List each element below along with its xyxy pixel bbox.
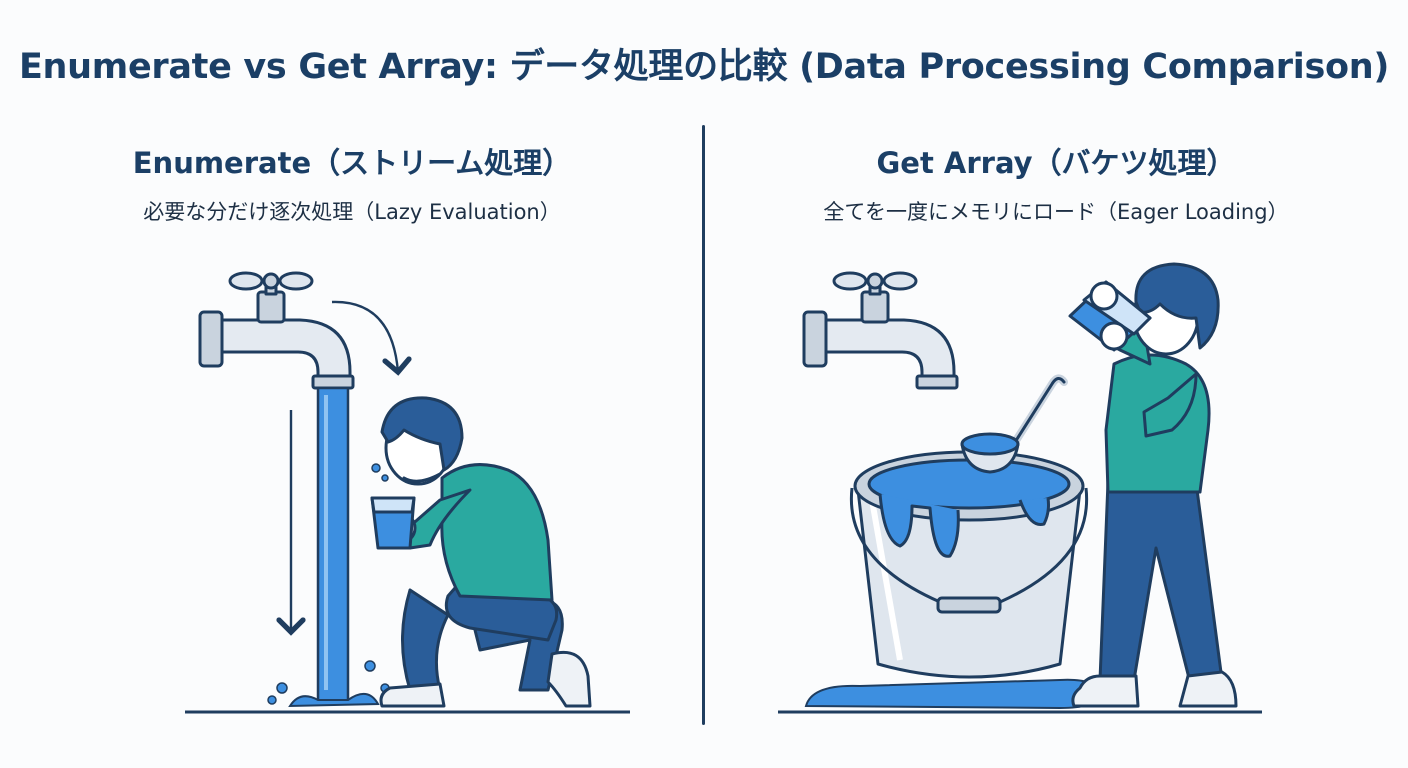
splash-drop — [381, 474, 389, 482]
page-title: Enumerate vs Get Array: データ処理の比較 (Data P… — [18, 47, 1390, 87]
right-panel-title: Get Array（バケツ処理） — [876, 146, 1236, 180]
splash-drop — [371, 463, 381, 473]
bucket-icon — [849, 450, 1089, 679]
faucet-icon — [198, 271, 355, 390]
person-drinking-pitcher-icon — [1068, 262, 1238, 708]
right-panel-subtitle: 全てを一度にメモリにロード（Eager Loading） — [823, 200, 1289, 224]
puddle-icon — [804, 678, 1100, 710]
curved-arrow-icon — [331, 300, 398, 372]
ladle-icon — [960, 374, 1068, 474]
left-panel-title: Enumerate（ストリーム処理） — [132, 146, 572, 180]
panel-divider — [702, 125, 705, 725]
water-stream-icon — [267, 386, 390, 708]
faucet-icon — [802, 271, 959, 390]
left-panel-subtitle: 必要な分だけ逐次処理（Lazy Evaluation） — [143, 200, 561, 224]
person-drinking-glass-icon — [370, 396, 592, 708]
